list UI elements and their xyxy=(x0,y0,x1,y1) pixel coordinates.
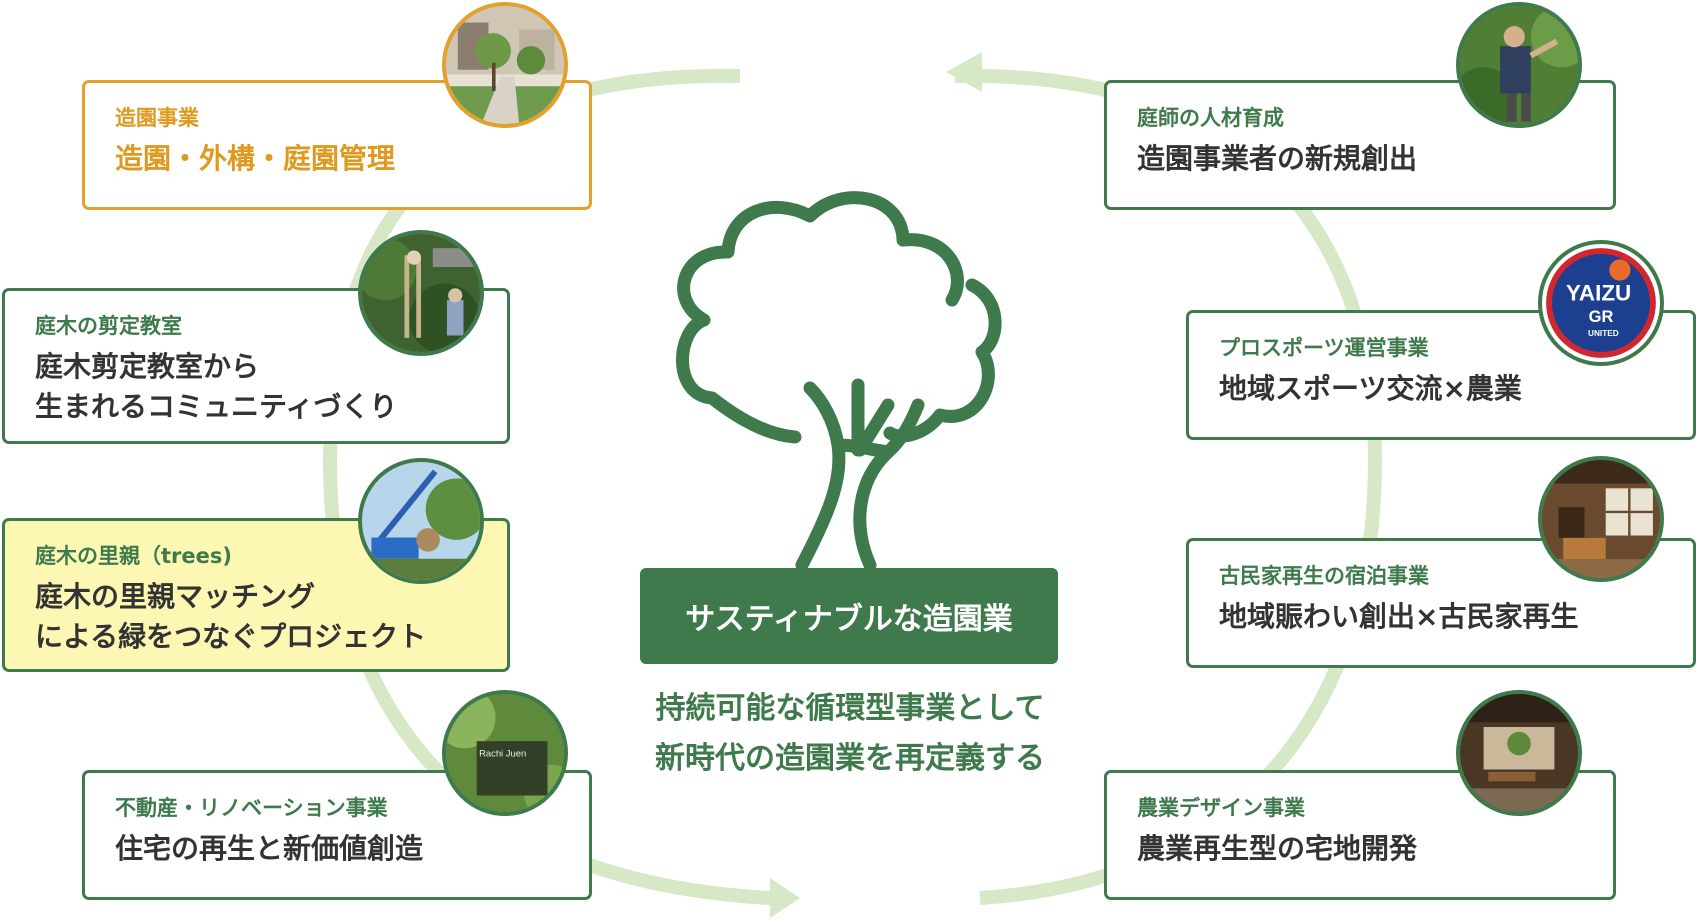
card-category: 古民家再生の宿泊事業 xyxy=(1219,564,1429,588)
card-description: 地域賑わい創出×古民家再生 xyxy=(1219,600,1579,633)
card-category: 造園事業 xyxy=(115,106,199,130)
card-description: 地域スポーツ交流×農業 xyxy=(1219,372,1522,405)
card-category: 農業デザイン事業 xyxy=(1137,796,1305,820)
card-category: 庭木の里親（trees) xyxy=(35,544,232,568)
card-category: プロスポーツ運営事業 xyxy=(1219,336,1429,360)
card-description: 農業再生型の宅地開発 xyxy=(1137,832,1418,865)
top-arrowhead xyxy=(946,52,982,92)
business-card-pro-sports: プロスポーツ運営事業 地域スポーツ交流×農業 xyxy=(1186,310,1696,440)
logo-text-sub: GR xyxy=(1589,308,1614,326)
card-description: 造園・外構・庭園管理 xyxy=(115,142,396,175)
card-description: 庭木剪定教室から 生まれるコミュニティづくり xyxy=(35,350,398,423)
card-category: 庭師の人材育成 xyxy=(1137,106,1284,130)
yaizu-gr-united-logo: YAIZU GR UNITED xyxy=(1538,240,1664,366)
logo-text-small: UNITED xyxy=(1588,329,1619,338)
business-card-real-estate: 不動産・リノベーション事業 住宅の再生と新価値創造 xyxy=(82,770,592,900)
card-description: 庭木の里親マッチング による緑をつなぐプロジェクト xyxy=(35,580,427,653)
house-garden-photo xyxy=(442,2,568,128)
bottom-arrowhead xyxy=(770,878,800,918)
pruning-class-photo xyxy=(358,230,484,356)
card-description: 住宅の再生と新価値創造 xyxy=(115,832,424,865)
center-subtitle-line1: 持続可能な循環型事業として xyxy=(655,691,1045,726)
crane-tree-photo xyxy=(358,458,484,584)
logo-text-main: YAIZU xyxy=(1566,281,1631,306)
center-subtitle: 持続可能な循環型事業として 新時代の造園業を再定義する xyxy=(600,684,1100,784)
card-category: 不動産・リノベーション事業 xyxy=(115,796,388,820)
farm-house-photo xyxy=(1456,690,1582,816)
rachi-juen-text: Rachi Juen xyxy=(479,748,526,759)
gardener-photo xyxy=(1456,2,1582,128)
center-subtitle-line2: 新時代の造園業を再定義する xyxy=(655,741,1045,776)
kominka-interior-photo xyxy=(1538,456,1664,582)
center-label: サスティナブルな造園業 xyxy=(640,568,1058,664)
rachi-juen-shop-photo: Rachi Juen xyxy=(442,690,568,816)
card-category: 庭木の剪定教室 xyxy=(35,314,182,338)
card-description: 造園事業者の新規創出 xyxy=(1137,142,1418,175)
